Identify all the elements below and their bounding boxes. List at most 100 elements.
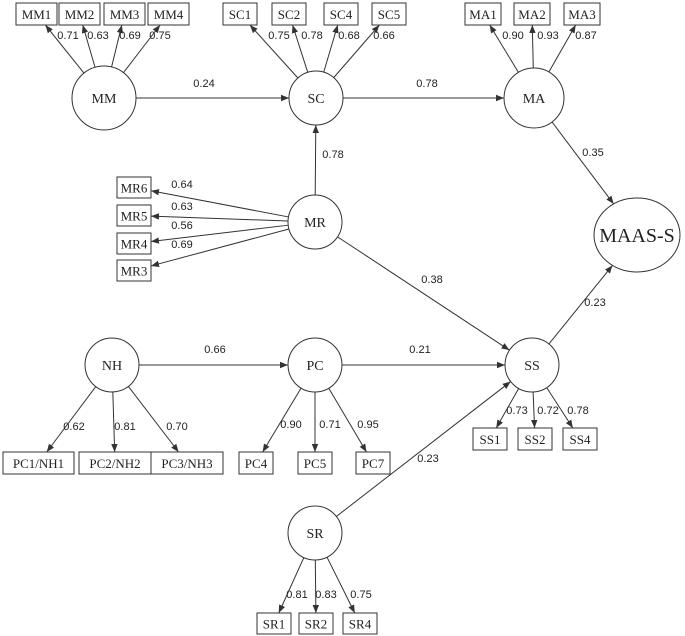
loadings-coefficient-label: 0.78 [567,405,588,417]
loadings-coefficient-label: 0.75 [268,30,289,42]
indicator-box [464,2,502,26]
loadings-arrow-mm-to-mm3 [111,24,124,68]
indicator-label: MA3 [568,7,595,22]
latent-node-label: SC [307,92,324,107]
indicator-pc3-nh3: PC3/NH3 [150,451,224,475]
loadings-coefficient-label: 0.75 [350,589,371,601]
loadings-coefficient-label: 0.69 [171,239,192,251]
loadings-arrow-nh-to-pc1nh1 [46,386,97,453]
loadings-coefficient-label: 0.64 [171,179,192,191]
paths-coefficient-label: 0.21 [409,344,430,356]
latent-node-nh: NH [84,337,140,393]
indicator-box [147,2,190,26]
latent-node-mm: MM [71,65,137,131]
indicator-sc4: SC4 [323,2,359,26]
loadings-arrow-ss-to-ss1 [495,388,520,429]
loadings-arrow-mr-to-mr3 [150,228,290,267]
latent-node-label: NH [102,359,122,374]
loadings-coefficient-label: 0.62 [63,421,84,433]
indicator-label: SC5 [378,7,400,22]
loadings-arrow-ss-to-ss2 [531,391,538,429]
paths-arrow-sr-to-ss [336,381,511,517]
indicator-box [342,612,378,635]
indicator-label: MR3 [121,264,148,279]
indicator-label: SR1 [263,617,285,632]
indicator-box [562,427,598,451]
indicator-label: PC1/NH1 [13,456,64,471]
indicator-label: SC2 [278,7,300,22]
loadings-coefficient-label: 0.93 [537,30,558,42]
indicator-label: MA1 [469,7,496,22]
loadings-arrow-sc-to-sc5 [333,24,380,78]
loadings-coefficient-label: 0.69 [119,30,140,42]
latent-node-sc: SC [288,70,344,126]
loadings-coefficient-label: 0.81 [114,421,135,433]
indicator-label: SS1 [480,432,501,447]
indicator-label: PC7 [362,456,385,471]
indicator-box [2,451,75,475]
latent-node-ellipse [503,67,565,129]
indicator-mm4: MM4 [147,2,190,26]
loadings-arrow-sc-to-sc1 [249,24,299,79]
paths-coefficient-label: 0.78 [416,78,437,90]
loadings-arrow-nh-to-pc3nh3 [128,386,179,453]
loadings-coefficient-label: 0.95 [357,419,378,431]
indicator-sc1: SC1 [222,2,258,26]
indicator-label: MM3 [110,7,140,22]
indicator-label: PC2/NH2 [89,456,140,471]
indicator-ss4: SS4 [562,427,598,451]
latent-node-ellipse [287,505,343,561]
indicator-label: MA2 [518,7,545,22]
indicator-box [371,2,407,26]
latent-node-ellipse [84,337,140,393]
loadings-coefficient-label: 0.87 [575,30,596,42]
paths-arrow-mr-to-ss [337,236,510,351]
indicator-ss2: SS2 [517,427,553,451]
latent-node-label: SS [524,359,540,374]
loadings-arrow-ma-to-ma3 [548,24,577,73]
indicator-box [238,451,274,475]
loadings-arrow-ss-to-ss4 [546,387,574,429]
indicator-label: MM2 [65,7,95,22]
loadings-coefficient-label: 0.70 [166,421,187,433]
indicator-ss1: SS1 [472,427,508,451]
indicator-box [116,232,152,255]
latent-node-ellipse [287,194,343,250]
loadings-coefficient-label: 0.71 [319,419,340,431]
indicator-box [355,451,391,475]
latent-node-ma: MA [503,67,565,129]
paths-coefficient-label: 0.78 [322,149,343,161]
paths-coefficient-label: 0.24 [193,78,214,90]
indicator-box [563,2,601,26]
indicator-sc5: SC5 [371,2,407,26]
loadings-coefficient-label: 0.66 [373,30,394,42]
latent-node-pc: PC [287,337,343,393]
indicator-pc2-nh2: PC2/NH2 [78,451,152,475]
paths-coefficient-label: 0.23 [584,297,605,309]
loadings-coefficient-label: 0.90 [280,419,301,431]
loadings-arrow-mr-to-mr5 [150,213,289,222]
loadings-arrow-ma-to-ma1 [489,24,519,73]
latent-node-label: MM [92,92,117,107]
indicator-mm2: MM2 [58,2,101,26]
loadings-coefficient-label: 0.63 [171,201,192,213]
latent-node-ss: SS [504,337,560,393]
latent-node-ellipse [504,337,560,393]
indicator-box [323,2,359,26]
loadings-coefficient-label: 0.75 [149,30,170,42]
loadings-coefficient-label: 0.68 [338,30,359,42]
latent-node-ellipse [288,70,344,126]
loadings-arrow-sc-to-sc2 [291,24,309,73]
indicator-label: PC4 [245,456,268,471]
latent-node-label: MAAS-S [599,225,675,247]
indicator-label: SR2 [305,617,327,632]
paths-coefficient-label: 0.35 [582,147,603,159]
loadings-arrow-mm-to-mm1 [44,24,85,74]
loadings-coefficient-label: 0.81 [286,589,307,601]
paths-arrow-mr-to-sc [312,124,319,196]
indicator-label: MM4 [154,7,184,22]
indicator-box [116,176,152,199]
indicator-mm1: MM1 [15,2,58,26]
